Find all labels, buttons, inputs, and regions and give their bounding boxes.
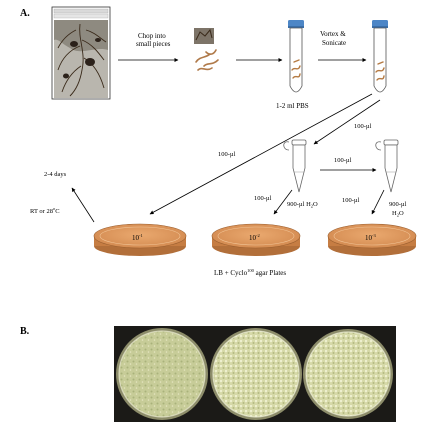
falcon-tube-icon — [288, 20, 304, 93]
petri-dish-icon — [93, 223, 187, 256]
incubation-temperature-label: RT or 28oC — [30, 206, 60, 215]
vortex-label-line-1: Vortex & — [320, 30, 346, 38]
transfer-volume-label: 100-µl — [342, 197, 360, 204]
arrow-icon — [273, 189, 293, 215]
panel-a-label: A. — [20, 8, 30, 19]
plate-dilution-label: 10-3 — [365, 233, 376, 242]
microcentrifuge-tube-icon — [283, 139, 307, 193]
chop-label-line-1: Chop into — [138, 32, 166, 40]
incubation-time-label: 2-4 days — [44, 171, 67, 178]
pbs-volume-label: 1-2 ml PBS — [276, 102, 309, 110]
chopped-pieces-photo — [194, 28, 219, 71]
transfer-volume-label: 100-µl — [334, 157, 352, 164]
chop-label-line-2: small pieces — [136, 40, 171, 48]
microcentrifuge-tube-icon — [375, 139, 399, 193]
arrow-icon — [71, 187, 95, 223]
arrow-icon — [149, 93, 373, 215]
panel-b-label: B. — [20, 326, 30, 337]
plate-dilution-label: 10-2 — [249, 233, 260, 242]
petri-dish-icon — [327, 223, 417, 256]
diluent-volume-label: 900-µl H2O — [287, 201, 318, 209]
transfer-volume-label: 100-µl — [218, 151, 236, 158]
arrow-icon — [313, 99, 381, 145]
falcon-tube-icon — [372, 20, 388, 93]
root-sample-photo — [51, 6, 111, 100]
transfer-volume-label: 100-µl — [254, 195, 272, 202]
arrow-icon — [371, 189, 385, 215]
diluent-volume-label: H2O — [392, 210, 404, 218]
plate-dilution-label: 10-1 — [132, 233, 143, 242]
plates-caption: LB + Cyclo100 agar Plates — [214, 268, 286, 277]
vortex-label-line-2: Sonicate — [322, 39, 346, 47]
diluent-volume-label: 900-µl — [389, 201, 407, 208]
colony-plates-photo — [114, 326, 396, 422]
transfer-volume-label: 100-µl — [354, 123, 372, 130]
petri-dish-icon — [211, 223, 301, 256]
